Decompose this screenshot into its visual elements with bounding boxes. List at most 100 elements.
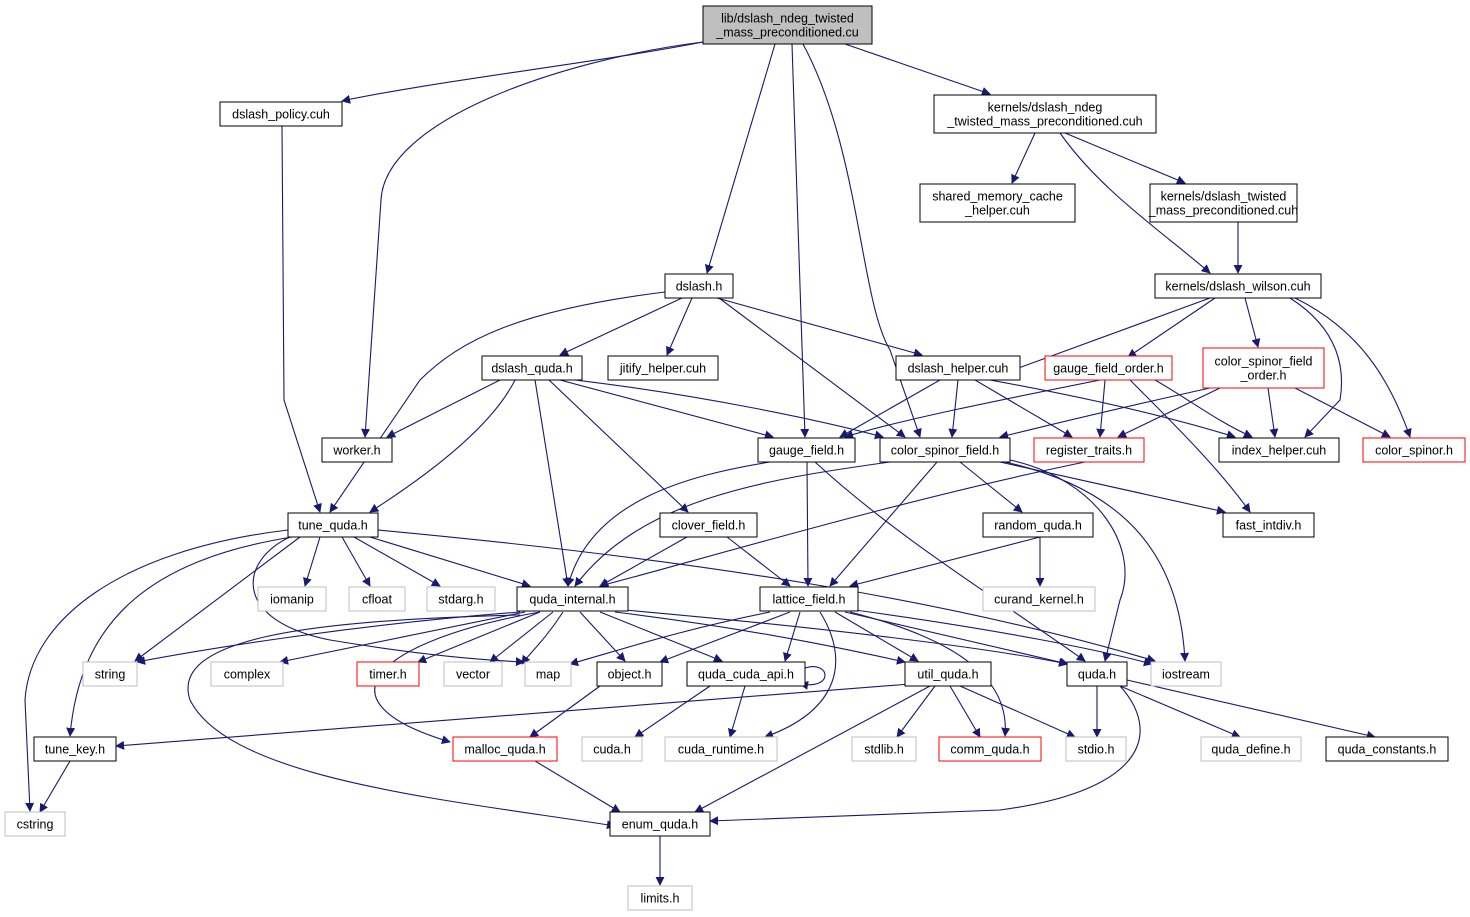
edge-dslash-helper-to-index-helper xyxy=(989,379,1236,439)
node-limits: limits.h xyxy=(627,885,693,911)
edge-tune-quda-to-map xyxy=(252,536,525,667)
node-tune-key[interactable]: tune_key.h xyxy=(33,736,117,762)
node-dslash-policy[interactable]: dslash_policy.cuh xyxy=(219,101,343,127)
edge-color-spinor-order-to-color-spinor xyxy=(1294,387,1391,438)
node-box xyxy=(257,586,327,612)
node-color-spinor-field[interactable]: color_spinor_field.h xyxy=(879,437,1011,463)
edge-gauge-field-to-quda-internal xyxy=(565,461,771,587)
node-label: _mass_preconditioned.cu xyxy=(715,26,858,40)
node-dslash-quda[interactable]: dslash_quda.h xyxy=(481,355,583,381)
node-iomanip: iomanip xyxy=(257,586,327,612)
node-box xyxy=(919,183,1076,223)
edge-tune-quda-to-iomanip xyxy=(303,536,321,587)
node-box xyxy=(1218,437,1340,463)
edge-root-to-worker xyxy=(361,41,704,438)
edge-kernels-wilson-to-dslash-helper xyxy=(1004,297,1211,375)
node-gauge-field[interactable]: gauge_field.h xyxy=(757,437,856,463)
node-quda-internal[interactable]: quda_internal.h xyxy=(516,586,629,612)
edge-root-to-color-spinor-field xyxy=(802,43,922,438)
node-malloc-quda[interactable]: malloc_quda.h xyxy=(452,736,558,762)
node-box xyxy=(1200,736,1302,762)
edge-tune-quda-to-quda-internal xyxy=(369,536,531,588)
edge-util-quda-to-enum-quda xyxy=(694,685,931,813)
edge-root-to-kernels-ndeg xyxy=(844,43,991,96)
node-color-spinor-order[interactable]: color_spinor_field_order.h xyxy=(1202,347,1325,389)
node-fast-intdiv[interactable]: fast_intdiv.h xyxy=(1222,512,1315,538)
node-shared-memory[interactable]: shared_memory_cache_helper.cuh xyxy=(919,183,1076,223)
node-label: cuda_runtime.h xyxy=(678,743,764,757)
edge-lattice-field-to-map xyxy=(569,611,771,667)
node-box xyxy=(524,661,572,687)
node-enum-quda[interactable]: enum_quda.h xyxy=(609,811,711,837)
edge-util-quda-to-stdlib xyxy=(896,685,936,738)
node-index-helper[interactable]: index_helper.cuh xyxy=(1218,437,1340,463)
edge-gauge-field-order-to-fast-intdiv xyxy=(1129,379,1251,513)
node-object[interactable]: object.h xyxy=(596,661,663,687)
node-label: color_spinor.h xyxy=(1375,444,1453,458)
edge-kernels-wilson-to-gauge-field-order xyxy=(1127,297,1216,358)
node-dslash-h[interactable]: dslash.h xyxy=(664,273,734,299)
node-kernels-twisted[interactable]: kernels/dslash_twisted_mass_precondition… xyxy=(1148,183,1298,223)
node-label: iomanip xyxy=(270,593,314,607)
node-jitify[interactable]: jitify_helper.cuh xyxy=(607,355,719,381)
node-quda-cuda-api[interactable]: quda_cuda_api.h xyxy=(686,661,806,687)
node-lattice-field[interactable]: lattice_field.h xyxy=(759,586,859,612)
node-quda-constants[interactable]: quda_constants.h xyxy=(1325,736,1449,762)
edge-gauge-field-order-to-index-helper xyxy=(1154,379,1253,438)
edge-quda-internal-to-quda-cuda-api xyxy=(599,611,723,663)
edge-root-to-dslash-policy xyxy=(341,37,724,104)
node-label: complex xyxy=(224,668,271,682)
node-cstring: cstring xyxy=(4,811,66,837)
node-label: cuda.h xyxy=(593,743,631,757)
node-random-quda[interactable]: random_quda.h xyxy=(982,512,1094,538)
node-label: color_spinor_field xyxy=(1215,355,1313,369)
node-box xyxy=(659,512,758,538)
node-box xyxy=(607,355,719,381)
edge-quda-internal-to-vector xyxy=(489,611,554,663)
node-box xyxy=(1202,347,1325,389)
edge-dslash-h-to-dslash-helper xyxy=(716,297,923,358)
node-root[interactable]: lib/dslash_ndeg_twisted_mass_preconditio… xyxy=(702,5,873,45)
node-label: random_quda.h xyxy=(994,519,1082,533)
node-label: lattice_field.h xyxy=(773,593,846,607)
node-gauge-field-order[interactable]: gauge_field_order.h xyxy=(1044,355,1173,381)
edge-gauge-field-order-to-gauge-field xyxy=(844,379,1101,439)
edge-clover-field-to-quda-internal xyxy=(599,536,688,587)
node-label: enum_quda.h xyxy=(622,818,699,832)
node-dslash-helper[interactable]: dslash_helper.cuh xyxy=(895,355,1021,381)
node-color-spinor[interactable]: color_spinor.h xyxy=(1362,437,1466,463)
node-clover-field[interactable]: clover_field.h xyxy=(659,512,758,538)
node-timer[interactable]: timer.h xyxy=(356,661,420,687)
node-quda-h[interactable]: quda.h xyxy=(1066,661,1128,687)
node-label: quda_cuda_api.h xyxy=(698,668,794,682)
node-kernels-wilson[interactable]: kernels/dslash_wilson.cuh xyxy=(1154,273,1322,299)
node-box xyxy=(609,811,711,837)
node-label: clover_field.h xyxy=(672,519,746,533)
node-label: _helper.cuh xyxy=(964,204,1030,218)
node-box xyxy=(4,811,66,837)
edge-color-spinor-field-to-quda-internal xyxy=(574,461,891,587)
node-worker[interactable]: worker.h xyxy=(321,437,393,463)
node-string: string xyxy=(82,661,138,687)
node-comm-quda[interactable]: comm_quda.h xyxy=(938,736,1042,762)
node-box xyxy=(596,661,663,687)
node-label: dslash_quda.h xyxy=(491,362,572,376)
node-util-quda[interactable]: util_quda.h xyxy=(904,661,992,687)
node-tune-quda[interactable]: tune_quda.h xyxy=(287,512,379,538)
edge-dslash-h-to-tune-quda xyxy=(329,291,666,513)
node-box xyxy=(33,736,117,762)
edge-quda-cuda-api-to-cuda-runtime xyxy=(727,685,746,738)
node-complex: complex xyxy=(210,661,284,687)
edge-lattice-field-to-iostream xyxy=(854,609,1153,667)
node-label: shared_memory_cache xyxy=(932,190,1063,204)
node-box xyxy=(481,355,583,381)
edge-quda-internal-to-object xyxy=(579,611,626,662)
node-kernels-ndeg[interactable]: kernels/dslash_ndeg_twisted_mass_precond… xyxy=(933,94,1157,134)
node-label: map xyxy=(536,668,560,682)
node-curand-kernel: curand_kernel.h xyxy=(982,586,1096,612)
edge-tune-quda-to-stdarg xyxy=(353,536,441,587)
node-label: quda_constants.h xyxy=(1338,743,1437,757)
edge-root-to-gauge-field xyxy=(791,43,810,438)
edge-quda-internal-to-timer xyxy=(417,611,541,664)
node-register-traits[interactable]: register_traits.h xyxy=(1033,437,1145,463)
